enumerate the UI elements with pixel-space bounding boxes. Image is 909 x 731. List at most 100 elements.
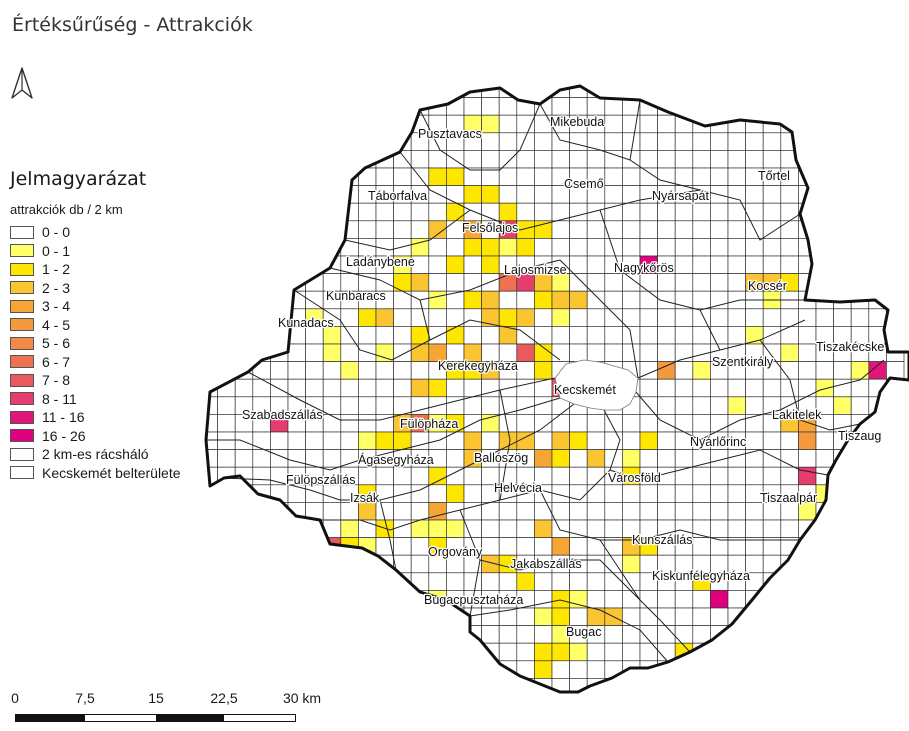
grid-cell xyxy=(463,97,482,116)
grid-cell xyxy=(780,466,799,486)
grid-cell xyxy=(322,607,342,626)
grid-cell xyxy=(780,590,799,609)
grid-cell xyxy=(727,97,746,116)
grid-cell xyxy=(534,308,553,327)
grid-cell xyxy=(217,572,236,591)
grid-cell xyxy=(586,326,606,345)
grid-cell xyxy=(639,114,658,134)
grid-cell xyxy=(428,660,447,679)
grid-cell xyxy=(551,519,570,538)
legend-title: Jelmagyarázat xyxy=(10,168,147,190)
grid-cell xyxy=(727,642,746,662)
grid-cell xyxy=(287,114,306,134)
legend-swatch xyxy=(10,466,34,480)
grid-cell xyxy=(481,519,500,538)
grid-cell xyxy=(428,326,447,345)
municipality-boundary xyxy=(293,289,561,361)
grid-cell xyxy=(287,519,306,538)
grid-cell xyxy=(358,97,377,116)
grid-cell xyxy=(393,220,412,239)
grid-cell xyxy=(639,642,658,662)
legend-label: 3 - 4 xyxy=(42,298,71,315)
grid-cell xyxy=(798,607,817,626)
grid-cell xyxy=(206,572,218,591)
grid-cell xyxy=(604,132,623,151)
grid-cell xyxy=(534,537,553,556)
grid-cell xyxy=(252,255,271,274)
grid-cell xyxy=(569,238,588,257)
scale-label: 30 km xyxy=(282,690,322,706)
legend-item: 1 - 2 xyxy=(10,260,210,279)
grid-cell xyxy=(375,519,394,538)
grid-cell xyxy=(886,97,905,116)
grid-cell xyxy=(692,625,711,644)
grid-cell xyxy=(410,607,430,626)
grid-cell xyxy=(815,97,834,116)
grid-cell xyxy=(234,642,254,662)
place-label: Kiskunfélegyháza xyxy=(652,569,750,583)
grid-cell xyxy=(270,114,289,134)
grid-cell xyxy=(674,132,694,151)
grid-cell xyxy=(780,97,799,116)
place-label: Nagykőrös xyxy=(614,261,674,275)
grid-cell xyxy=(481,114,500,134)
grid-cell xyxy=(410,554,430,574)
grid-cell xyxy=(780,86,799,98)
grid-cell xyxy=(375,308,394,327)
grid-cell xyxy=(305,238,324,257)
grid-cell xyxy=(692,326,711,345)
grid-cell xyxy=(481,678,500,692)
grid-cell xyxy=(270,132,289,151)
grid-cell xyxy=(446,185,465,204)
grid-cell xyxy=(886,660,905,679)
legend-item: 5 - 6 xyxy=(10,334,210,353)
grid-cell xyxy=(727,484,746,503)
grid-cell xyxy=(850,308,870,327)
grid-cell xyxy=(446,378,465,398)
grid-cell xyxy=(815,554,834,574)
grid-cell xyxy=(252,238,271,257)
grid-cell xyxy=(833,202,852,222)
grid-cell xyxy=(217,114,236,134)
grid-cell xyxy=(815,361,834,380)
grid-cell xyxy=(868,97,887,116)
municipality-boundary xyxy=(599,209,805,311)
grid-cell xyxy=(305,185,324,204)
grid-cell xyxy=(234,660,254,679)
grid-cell xyxy=(305,220,324,239)
grid-cell xyxy=(886,607,905,626)
grid-cell xyxy=(305,607,324,626)
grid-cell xyxy=(463,290,482,310)
grid-cell xyxy=(710,132,729,151)
grid-cell xyxy=(798,660,817,679)
grid-cell xyxy=(833,590,852,609)
grid-cell xyxy=(206,642,218,662)
legend-swatch xyxy=(10,225,34,239)
grid-cell xyxy=(534,449,553,468)
grid-cell xyxy=(762,378,782,398)
grid-cell xyxy=(886,255,905,274)
grid-cell xyxy=(270,537,289,556)
grid-cell xyxy=(551,414,570,433)
legend-swatch xyxy=(10,336,34,350)
grid-cell xyxy=(287,238,306,257)
grid-cell xyxy=(798,343,817,362)
grid-cell xyxy=(886,150,905,169)
grid-cell xyxy=(534,590,553,609)
grid-cell xyxy=(234,502,254,521)
grid-cell xyxy=(393,97,412,116)
grid-cell xyxy=(534,150,553,169)
grid-cell xyxy=(833,97,852,116)
grid-cell xyxy=(393,678,412,692)
grid-cell xyxy=(868,660,887,679)
grid-cell xyxy=(481,431,500,450)
grid-cell xyxy=(657,273,676,292)
grid-cell xyxy=(639,308,658,327)
grid-cell xyxy=(358,572,377,591)
grid-cell xyxy=(270,590,289,609)
grid-cell xyxy=(551,431,570,450)
grid-cell xyxy=(428,519,447,538)
grid-cell xyxy=(815,185,834,204)
grid-cell xyxy=(868,519,887,538)
